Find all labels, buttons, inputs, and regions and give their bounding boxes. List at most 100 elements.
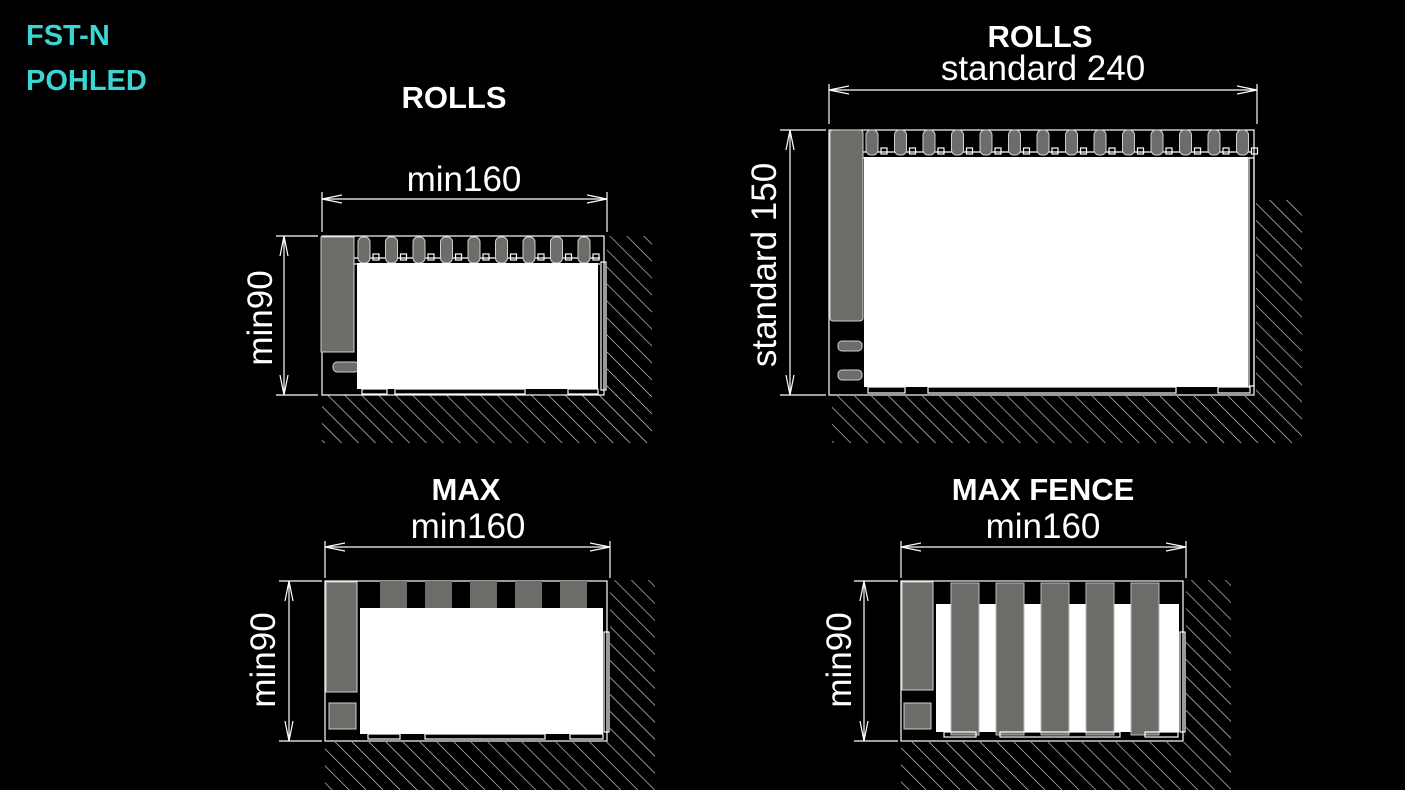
foot	[424, 733, 546, 740]
roll-slat	[1008, 129, 1021, 156]
foot	[1217, 386, 1251, 394]
foot	[367, 733, 401, 740]
roll-slat	[1065, 129, 1078, 156]
width-dimension-label: min160	[407, 160, 522, 199]
width-dimension-label: standard 240	[941, 49, 1145, 88]
roll-slats	[357, 236, 600, 264]
view-title: MAX FENCE	[952, 472, 1135, 507]
side-post	[600, 261, 607, 391]
ground-hatch	[832, 396, 1302, 443]
slat-clip	[1165, 147, 1173, 155]
side-post	[603, 631, 610, 733]
max-slat	[380, 581, 407, 611]
roll-slat	[385, 236, 398, 264]
slat-clip	[427, 253, 435, 261]
bottom-cap	[837, 340, 863, 352]
width-dimension-label: min160	[986, 507, 1101, 546]
slat-clip	[1051, 147, 1059, 155]
height-dimension-label: min90	[820, 612, 859, 707]
roll-slat	[979, 129, 993, 156]
ground-hatch	[325, 742, 655, 790]
slat-clip	[880, 147, 888, 155]
slat-clip	[1136, 147, 1145, 155]
ground-hatch	[322, 395, 652, 443]
roll-slat	[1236, 129, 1249, 156]
roll-slat	[865, 129, 879, 156]
foot	[569, 733, 604, 740]
frame-outline	[324, 580, 608, 742]
ground-hatch	[901, 742, 1231, 790]
wall-hatch	[1186, 580, 1231, 742]
view-rolls-small: ROLLS min160 min90	[241, 80, 652, 443]
fence-slat	[950, 582, 980, 736]
slat-clip	[482, 253, 490, 261]
roll-slat	[467, 236, 481, 264]
wall-hatch	[610, 580, 655, 742]
view-title: ROLLS	[987, 19, 1092, 54]
view-title: ROLLS	[401, 80, 506, 115]
slat-clip	[1108, 147, 1116, 155]
max-slat	[560, 581, 587, 611]
side-housing	[320, 236, 355, 353]
side-housing	[901, 581, 934, 691]
slat-clip	[592, 253, 600, 261]
slat-clip	[564, 253, 573, 261]
max-slat	[425, 581, 452, 611]
slat-clip	[1250, 147, 1259, 155]
slat-clip	[937, 147, 945, 155]
bottom-cap	[332, 361, 360, 373]
side-post	[1248, 157, 1255, 387]
foot	[567, 388, 599, 395]
foot	[999, 731, 1121, 738]
max-slat	[470, 581, 497, 611]
slat-clip	[1079, 147, 1088, 155]
roll-slat	[522, 236, 536, 264]
side-post	[1179, 631, 1186, 733]
side-housing	[829, 129, 864, 322]
roll-slat	[894, 129, 907, 156]
roll-slat	[1207, 129, 1221, 156]
width-dimension-label: min160	[411, 507, 526, 546]
fence-slat	[995, 582, 1025, 736]
drawing-subtitle: POHLED	[26, 65, 147, 97]
roll-slat	[922, 129, 936, 156]
roll-slat	[412, 236, 426, 264]
roll-slat	[357, 236, 371, 264]
max-slats	[380, 581, 587, 611]
foot	[943, 731, 977, 738]
slat-clip	[1022, 147, 1031, 155]
bottom-block	[328, 702, 357, 730]
wall-hatch	[1256, 200, 1302, 396]
fence-slat	[1040, 582, 1070, 736]
frame-outline	[900, 580, 1184, 742]
foot	[394, 388, 526, 395]
fence-slat	[1085, 582, 1115, 736]
roll-slat	[1122, 129, 1135, 156]
roll-slat	[550, 236, 563, 264]
foot	[1144, 731, 1179, 738]
main-box	[357, 263, 598, 389]
slat-clip	[509, 253, 518, 261]
roll-slat	[951, 129, 964, 156]
roll-slats	[865, 129, 1259, 156]
slat-clip	[1193, 147, 1202, 155]
slat-clip	[1222, 147, 1230, 155]
drawing-code: FST-N	[26, 20, 110, 52]
max-slat	[515, 581, 542, 611]
roll-slat	[1093, 129, 1107, 156]
slat-clip	[965, 147, 974, 155]
main-box	[360, 608, 603, 734]
view-title: MAX	[432, 472, 501, 507]
roll-slat	[1179, 129, 1192, 156]
roll-slat	[1150, 129, 1164, 156]
slat-clip	[399, 253, 408, 261]
slat-clip	[537, 253, 545, 261]
wall-hatch	[607, 236, 652, 396]
slat-clip	[994, 147, 1002, 155]
bottom-cap	[837, 369, 863, 381]
slat-clip	[372, 253, 380, 261]
main-box	[864, 157, 1248, 387]
view-max: MAX min160 min90	[244, 472, 655, 790]
foot	[867, 386, 906, 394]
